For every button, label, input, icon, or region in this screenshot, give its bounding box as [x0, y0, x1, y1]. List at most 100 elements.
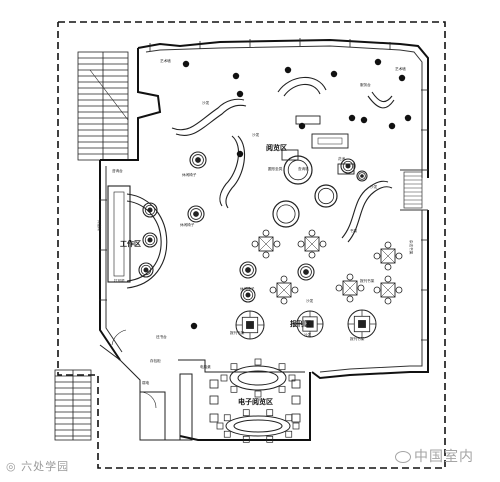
chair [297, 240, 305, 248]
chair [373, 252, 381, 260]
label-computer-desk: 电脑桌 [200, 364, 211, 369]
table-top [342, 280, 358, 296]
label-newspaper-rack-1: 报刊书架 [230, 330, 245, 335]
chair [308, 229, 316, 237]
stair-top-left [77, 51, 129, 161]
chair [262, 229, 270, 237]
ring-seat [314, 184, 338, 208]
chair [384, 275, 392, 283]
round-seat [189, 151, 207, 169]
round-seat-core [303, 269, 309, 275]
e-desk-seat [291, 395, 301, 405]
table-diagonal [276, 282, 292, 298]
e-chair [266, 409, 274, 417]
column-dot [348, 114, 356, 122]
round-seat [239, 261, 257, 279]
ring-seat [272, 200, 300, 228]
ring-seat-inner [287, 159, 309, 181]
square-table-sets [251, 229, 403, 305]
round-seat-ring [144, 204, 156, 216]
table-set [335, 273, 365, 303]
round-seat [142, 202, 158, 218]
work-area-desk [107, 185, 168, 289]
chair [335, 284, 343, 292]
watermark-left: ◎ 六处学园 [6, 460, 70, 473]
e-chair [242, 435, 250, 443]
wall-window-marks [99, 38, 429, 341]
chair [319, 240, 327, 248]
label-book-return: 还书台 [156, 334, 167, 339]
round-seat-outer [297, 263, 315, 281]
e-chair [292, 422, 300, 430]
column-dot [374, 58, 382, 66]
chair [251, 240, 259, 248]
chair [273, 240, 281, 248]
chair [280, 297, 288, 305]
column-dot [190, 322, 198, 330]
entrance-lobby [99, 329, 305, 441]
round-seat-core [195, 157, 201, 163]
column-dot [298, 122, 306, 130]
column-dot [182, 60, 190, 68]
chair [373, 286, 381, 294]
round-seat-core [360, 174, 364, 178]
round-seat [356, 170, 368, 182]
round-seat-core [193, 211, 199, 217]
main-room-inner-walls [105, 45, 428, 373]
round-seat [142, 232, 158, 248]
round-seat-ring [342, 160, 354, 172]
ring-seat-outer [314, 184, 338, 208]
label-printer: 打印机 [114, 278, 125, 283]
round-seat [240, 287, 256, 303]
label-sofa-5: 沙发 [306, 298, 314, 303]
round-seat-core [345, 163, 351, 169]
round-seat-outer [187, 205, 205, 223]
table-top [258, 236, 274, 252]
column-dot [404, 114, 412, 122]
table-diagonal [380, 282, 396, 298]
e-chair [266, 435, 274, 443]
stair-bottom-left [54, 369, 92, 441]
e-chair [216, 422, 224, 430]
label-display-wall-2: 艺术墙 [160, 58, 171, 63]
label-elevator-note: 弱电 [142, 380, 150, 385]
label-display-wall-1: 艺术墙 [395, 66, 406, 71]
ring-seat-outer [283, 155, 313, 185]
sofas [171, 76, 395, 243]
small-labels: 咨询台 沙发 沙发 沙发 沙发 沙发 休闲椅子 休闲椅子 休闲椅子 圆形坐凳 报… [97, 58, 414, 385]
label-sofa-4: 沙发 [304, 332, 312, 337]
round-seat-outer [189, 151, 207, 169]
label-reading-area: 阅览区 [266, 143, 287, 152]
table-diagonal [342, 280, 358, 296]
round-seat-outer [142, 202, 158, 218]
e-desk-seat [209, 395, 219, 405]
chair [280, 275, 288, 283]
table-set [297, 229, 327, 259]
label-rest-chair-1: 休闲椅子 [182, 172, 197, 177]
chair [357, 284, 365, 292]
round-seat-outer [340, 158, 356, 174]
label-newspaper-area: 报刊区 [290, 319, 311, 328]
chair [384, 263, 392, 271]
e-chair [223, 414, 231, 422]
round-seat-outer [356, 170, 368, 182]
chair [262, 251, 270, 259]
e-desk-seat [291, 379, 301, 389]
e-chair [278, 363, 286, 371]
label-bookshelf: 书架 [350, 228, 358, 233]
newspaper-desk-core [246, 321, 254, 329]
table-diagonal [258, 236, 274, 252]
round-seat-core [245, 292, 251, 298]
round-seat [187, 205, 205, 223]
label-machine: 查询机 [298, 166, 309, 171]
ring-seat [283, 155, 313, 185]
e-chair [230, 385, 238, 393]
column-dot [236, 90, 244, 98]
newspaper-desks [235, 309, 377, 340]
round-seat-ring [192, 154, 204, 166]
round-seat-outer [239, 261, 257, 279]
round-seat-core [245, 267, 251, 273]
round-seat-ring [242, 264, 254, 276]
column-dot [398, 74, 406, 82]
